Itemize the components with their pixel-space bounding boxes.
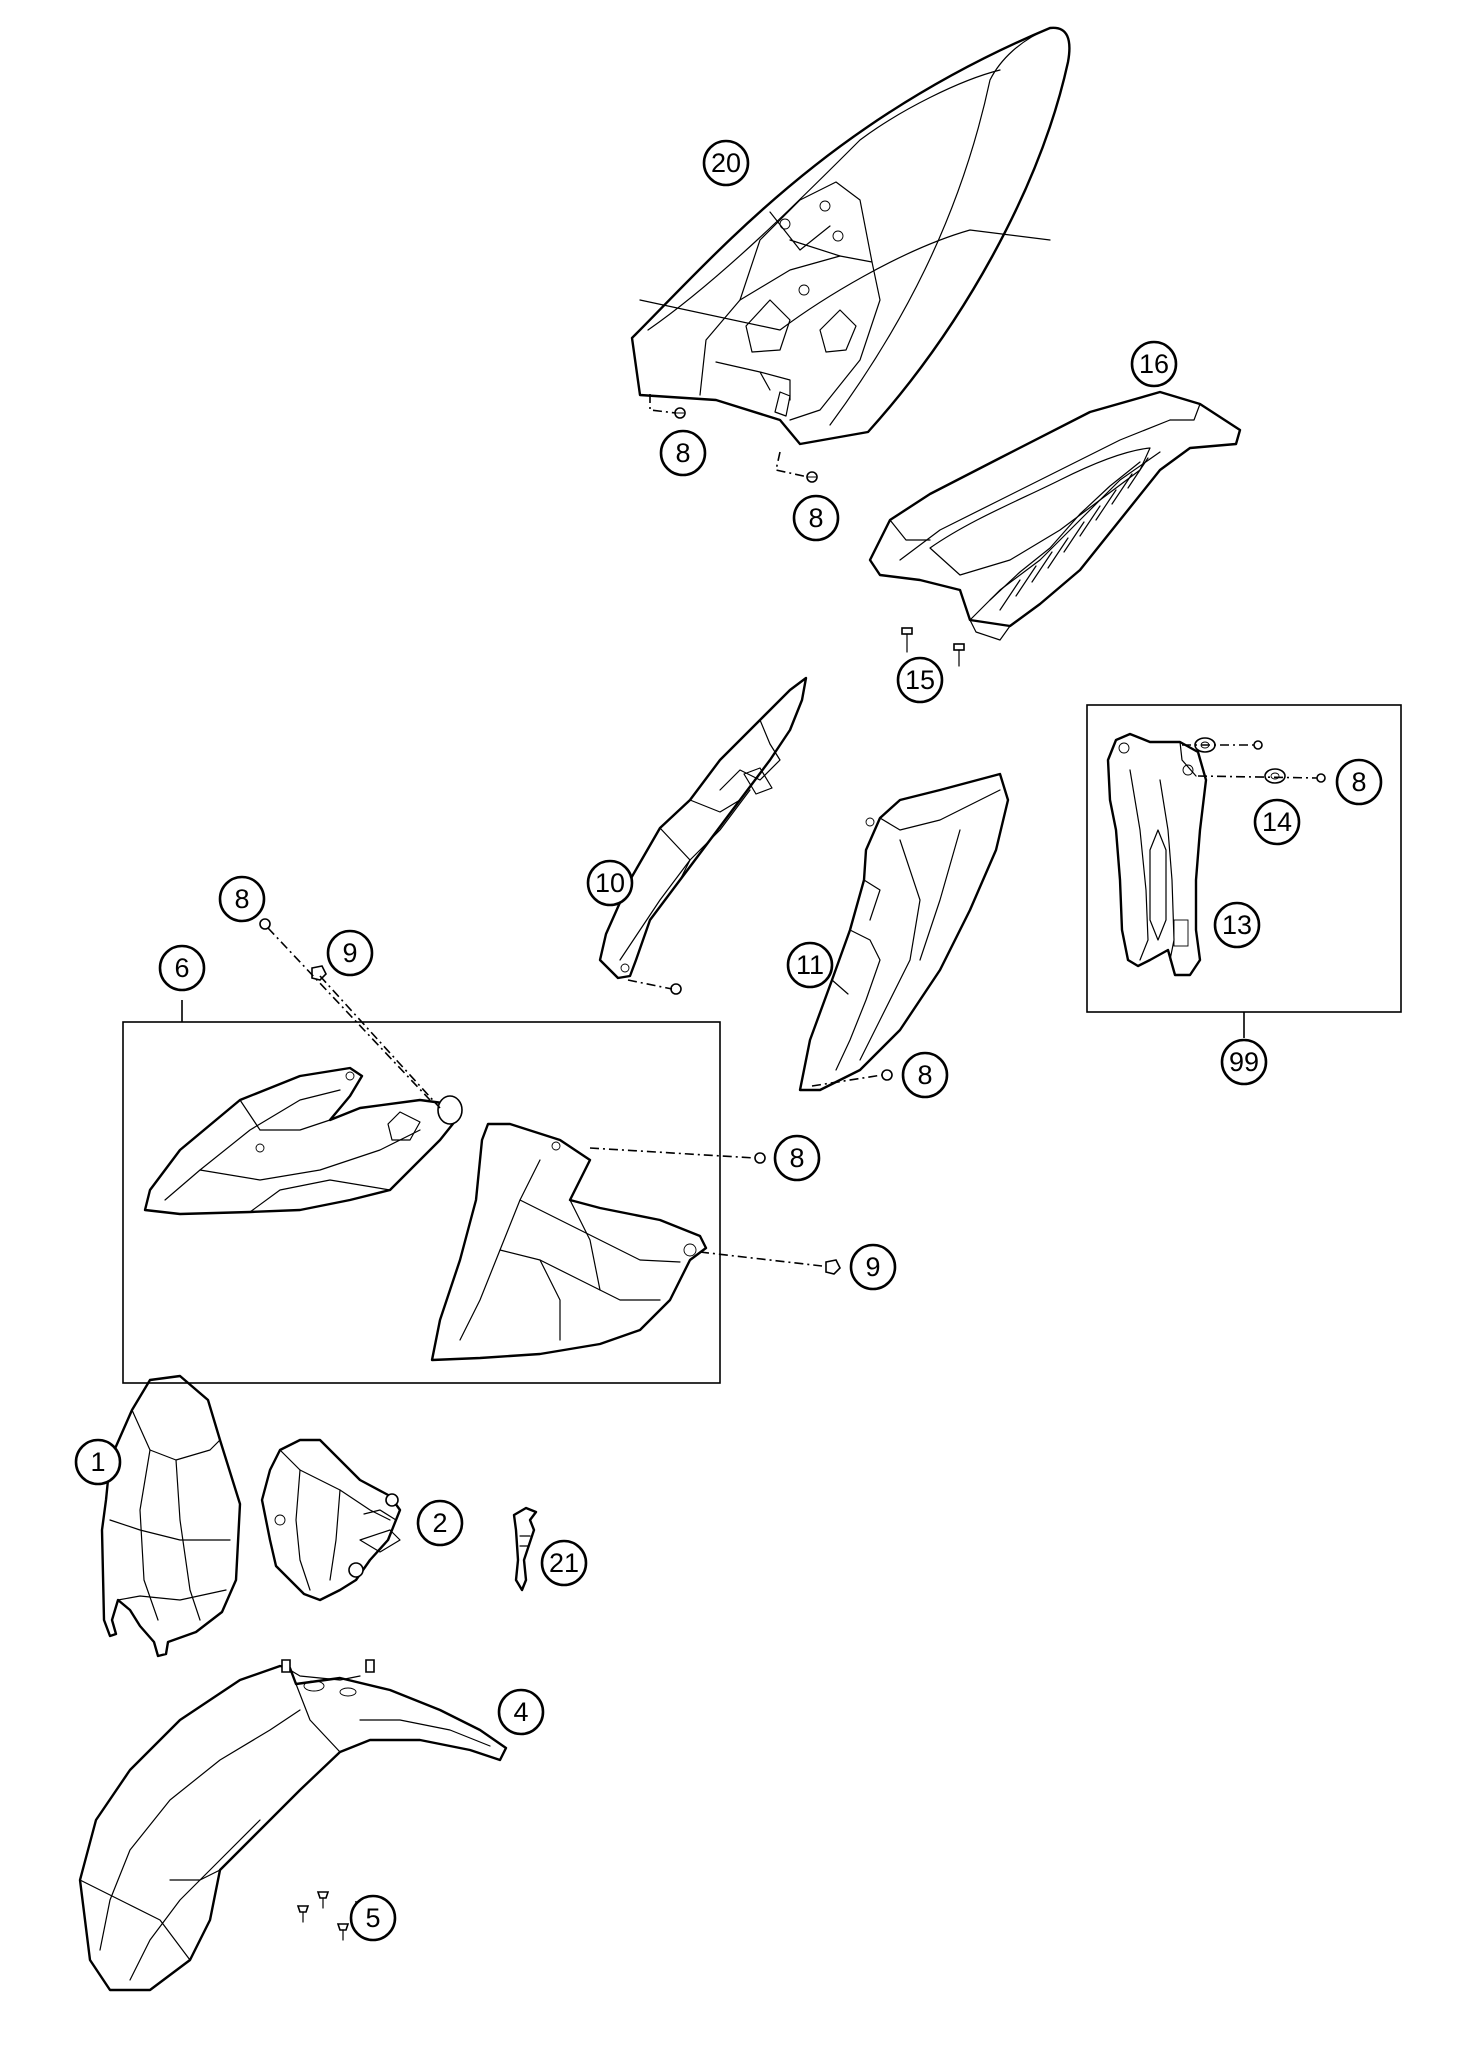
screw-icon (316, 1891, 330, 1909)
callout-99: 99 (1220, 1038, 1268, 1086)
callout-label: 2 (432, 1508, 447, 1538)
callout-8: 8 (218, 875, 266, 923)
callout-5: 5 (349, 1894, 397, 1942)
callout-label: 1 (90, 1447, 105, 1477)
screw-icon (881, 1069, 893, 1081)
spoiler-left (143, 1066, 463, 1216)
callout-13: 13 (1213, 901, 1261, 949)
spoiler-set-frame (122, 1021, 721, 1384)
callout-1: 1 (74, 1438, 122, 1486)
seat (868, 390, 1242, 641)
callout-6: 6 (158, 944, 206, 992)
callout-16: 16 (1130, 340, 1178, 388)
screw-icon (1253, 740, 1263, 750)
callout-label: 99 (1229, 1047, 1259, 1077)
callout-label: 11 (796, 950, 824, 980)
callout-15: 15 (896, 656, 944, 704)
screw-icon (953, 643, 965, 667)
grommet-icon (1264, 768, 1286, 784)
callout-label: 9 (342, 938, 357, 968)
callout-8: 8 (1335, 758, 1383, 806)
screw-icon (754, 1152, 766, 1164)
side-panel-left (598, 676, 808, 980)
headlight-bracket (260, 1438, 402, 1602)
side-panel-right (798, 772, 1010, 1092)
nut-icon (311, 965, 327, 981)
callout-label: 8 (808, 503, 823, 533)
nut-icon (825, 1259, 841, 1275)
callout-label: 13 (1222, 910, 1252, 940)
callout-21: 21 (540, 1539, 588, 1587)
screw-icon (336, 1923, 350, 1941)
callout-label: 21 (549, 1548, 579, 1578)
callout-8: 8 (773, 1134, 821, 1182)
callout-14: 14 (1253, 798, 1301, 846)
fork-protector (1106, 732, 1208, 977)
callout-10: 10 (586, 859, 634, 907)
callout-8: 8 (659, 429, 707, 477)
callout-label: 20 (711, 148, 741, 178)
screw-icon (296, 1905, 310, 1923)
screw-icon (670, 983, 682, 995)
callout-label: 15 (905, 665, 935, 695)
callout-label: 8 (917, 1060, 932, 1090)
rear-fender (630, 26, 1071, 446)
callout-20: 20 (702, 139, 750, 187)
callout-4: 4 (497, 1688, 545, 1736)
screw-icon (674, 407, 686, 419)
callout-label: 10 (595, 868, 625, 898)
callout-9: 9 (849, 1243, 897, 1291)
screw-icon (259, 918, 271, 930)
set-frames (122, 704, 1402, 1384)
callout-label: 14 (1262, 807, 1292, 837)
callout-11: 11 (786, 941, 834, 989)
callout-8: 8 (792, 494, 840, 542)
fastener (512, 1506, 538, 1592)
callouts: 20 8 8 16 15 10 11 8 8 14 13 99 6 8 9 8 … (74, 139, 1383, 1942)
screw-icon (806, 471, 818, 483)
callout-label: 5 (365, 1903, 380, 1933)
callout-label: 8 (675, 438, 690, 468)
callout-label: 8 (1351, 767, 1366, 797)
callout-label: 8 (234, 884, 249, 914)
front-fender (78, 1659, 508, 1992)
spoiler-right (430, 1122, 708, 1362)
screw-icon (901, 627, 913, 653)
callout-label: 8 (789, 1143, 804, 1173)
callout-2: 2 (416, 1499, 464, 1547)
callout-label: 9 (865, 1252, 880, 1282)
screw-icon (1316, 773, 1326, 783)
callout-label: 4 (513, 1697, 528, 1727)
headlight-mask (100, 1374, 242, 1658)
callout-label: 16 (1139, 349, 1169, 379)
callout-8: 8 (901, 1051, 949, 1099)
callout-label: 6 (174, 953, 189, 983)
callout-9: 9 (326, 929, 374, 977)
